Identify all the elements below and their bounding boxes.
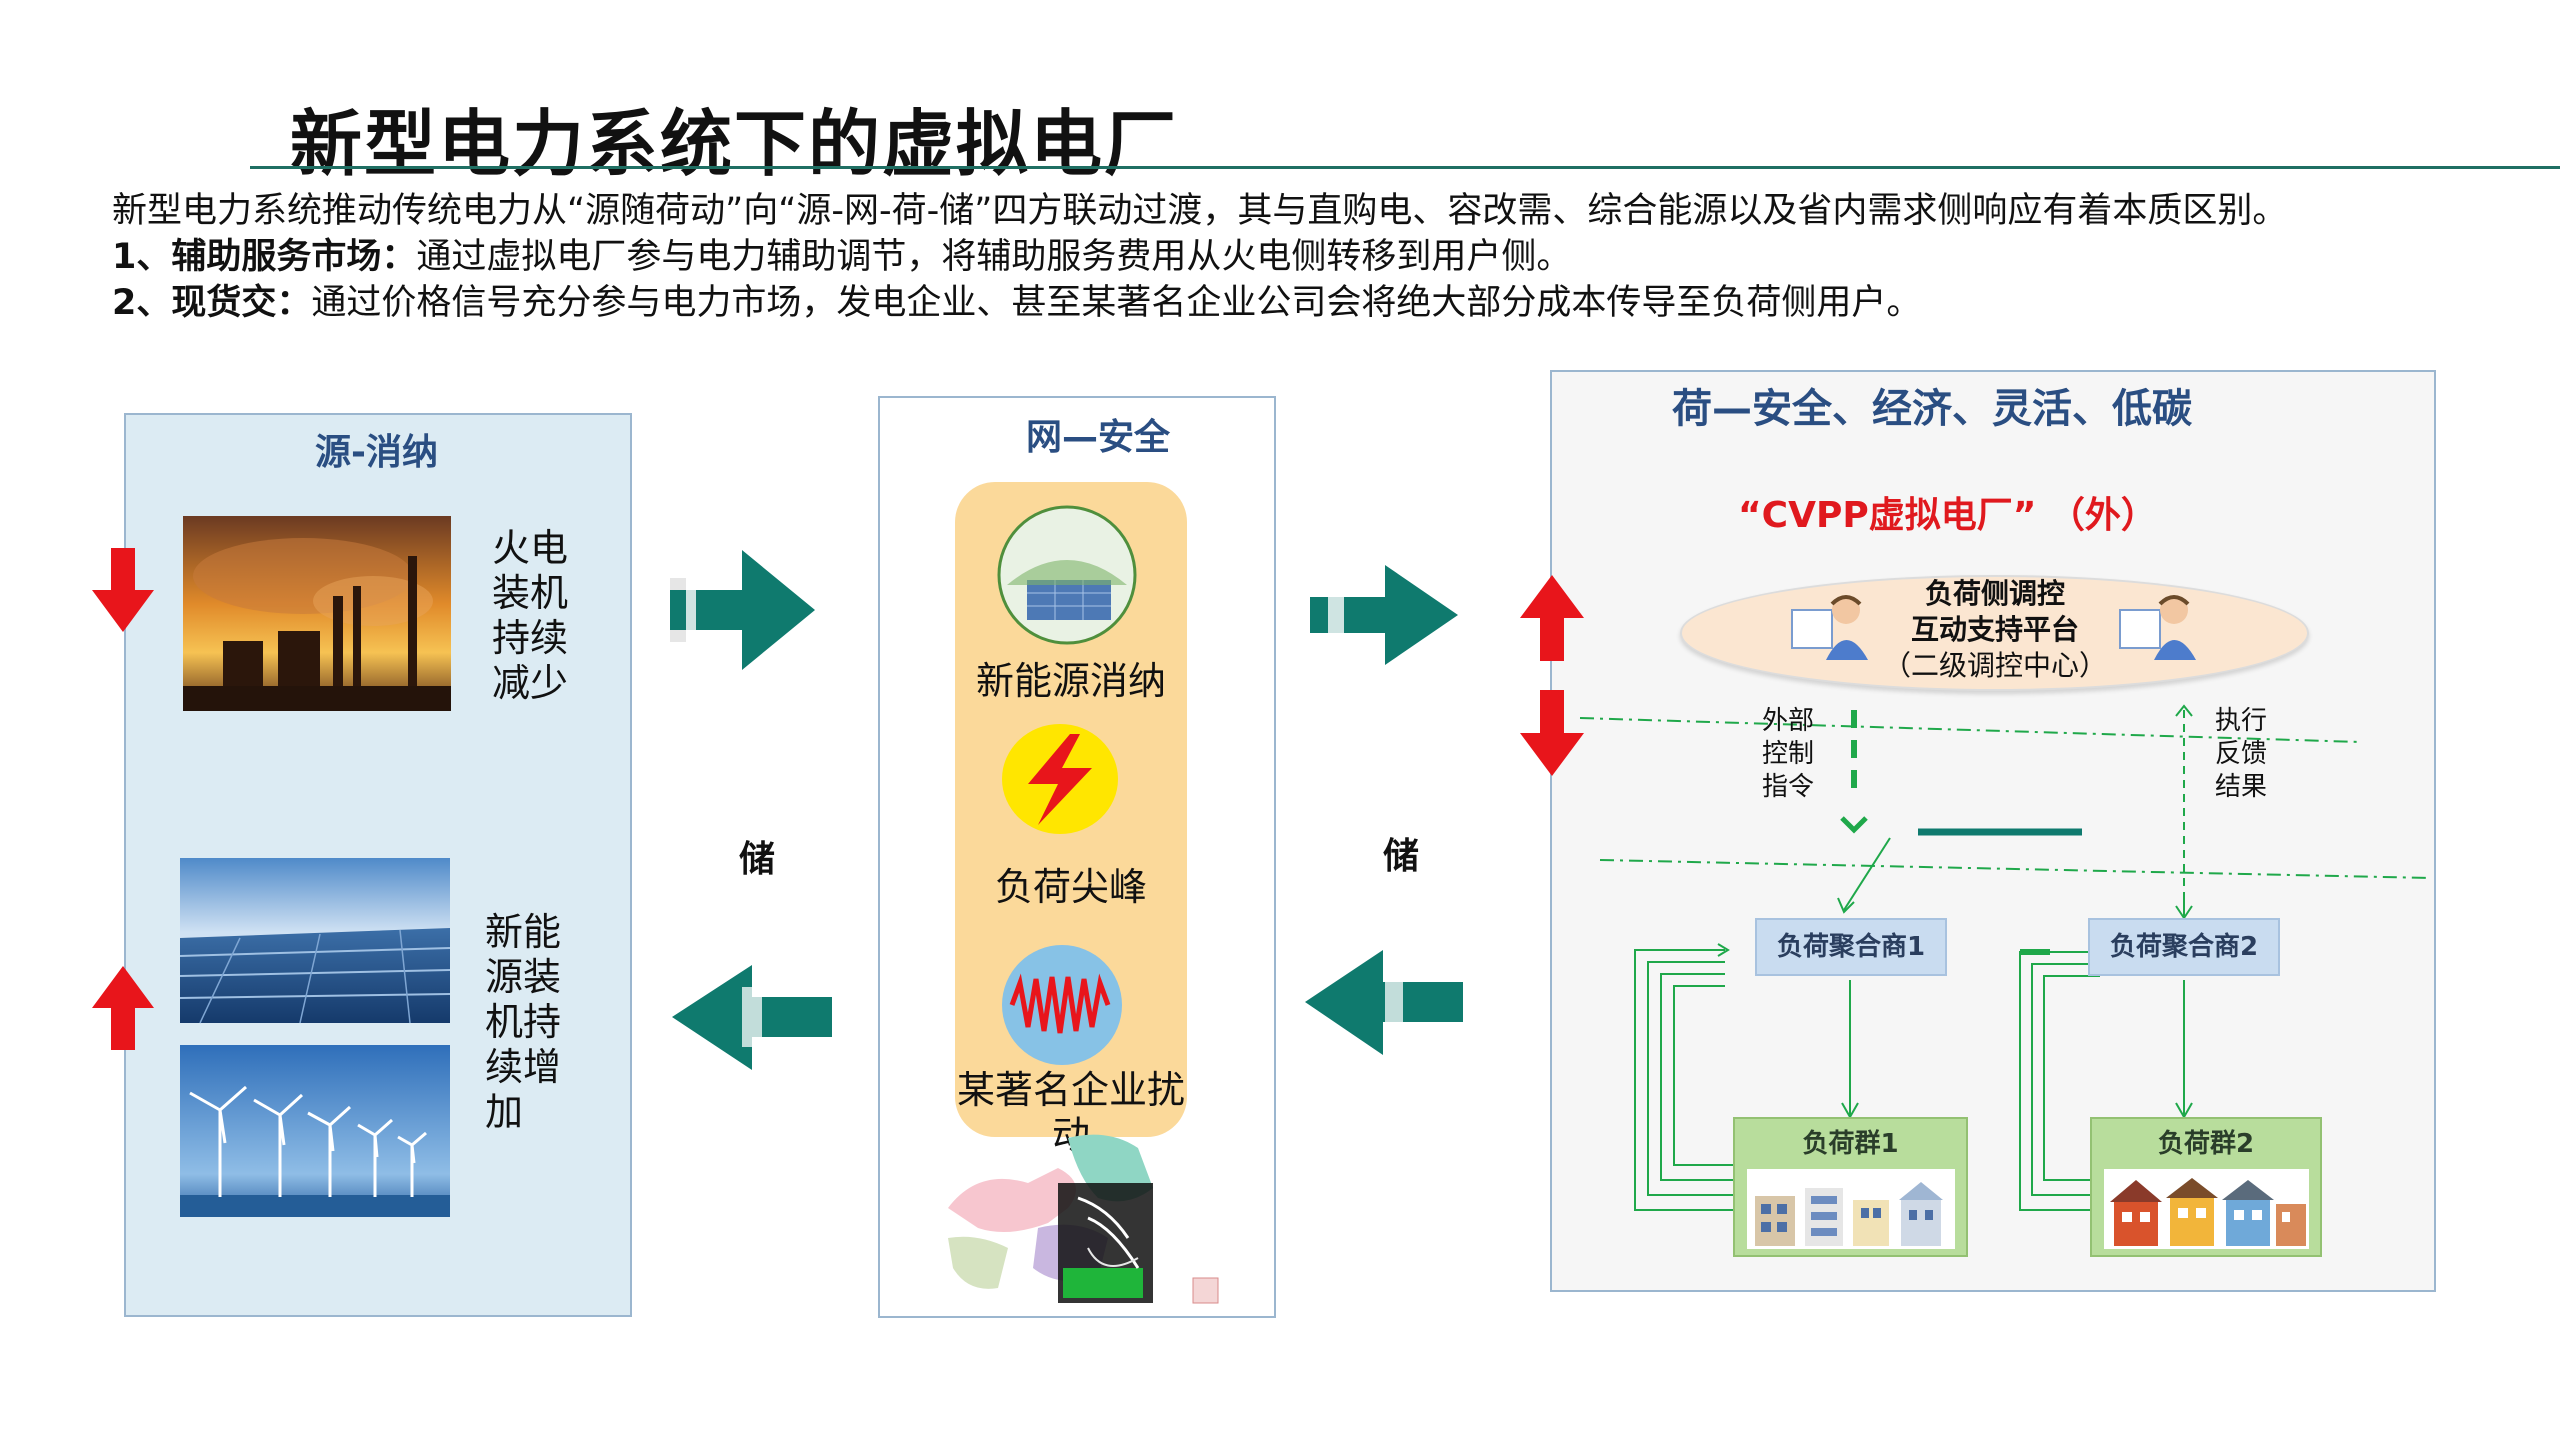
solar-farm-image <box>179 858 451 1024</box>
grid-item-disturbance: 某著名企业扰动 <box>956 1068 1185 1157</box>
page-title: 新型电力系统下的虚拟电厂 <box>290 102 1179 186</box>
grid-panel-title: 网—安全 <box>1026 417 1171 458</box>
external-control-label: 外部控制指令 <box>1762 706 1815 802</box>
thermal-power-plant-image <box>183 516 451 711</box>
load-diagram-lines <box>1579 704 2431 1211</box>
decrease-arrow-icon <box>92 548 154 632</box>
arrow-source-to-grid-icon <box>670 550 815 670</box>
load-decrease-arrow-icon <box>1520 690 1584 776</box>
load-increase-arrow-icon <box>1520 575 1584 661</box>
intro-line-3-label: 2、现货交： <box>112 283 312 323</box>
control-platform-ellipse <box>1680 575 2309 691</box>
load-panel-title: 荷—安全、经济、灵活、低碳 <box>1672 386 2192 432</box>
wind-farm-image <box>180 1045 450 1217</box>
intro-line-3: 2、现货交：通过价格信号充分参与电力市场，发电企业、甚至某著名企业公司会将绝大部… <box>112 274 1921 325</box>
aggregator-1-box: 负荷聚合商1 <box>1755 918 1947 976</box>
buildings-icon <box>1755 1182 1943 1246</box>
thermal-decrease-text: 火电装机持续减少 <box>492 526 569 705</box>
operator-icon <box>1791 595 1868 660</box>
renewable-increase-text: 新能源装机持续增加 <box>485 910 562 1134</box>
arrow-grid-to-load-icon <box>1310 565 1458 665</box>
storage-label-right: 储 <box>1383 836 1420 877</box>
grid-item-renewable: 新能源消纳 <box>975 659 1166 703</box>
grid-item-peak-load: 负荷尖峰 <box>994 865 1147 909</box>
solar-consumption-icon <box>997 505 1137 645</box>
cvpp-label: “CVPP虚拟电厂” （外） <box>1738 495 2157 536</box>
operator-icon-2 <box>2119 595 2196 660</box>
platform-line-3: （二级调控中心） <box>1882 649 2107 682</box>
china-map-image <box>948 1134 1219 1304</box>
intro-line-2: 1、辅助服务市场：通过虚拟电厂参与电力辅助调节，将辅助服务费用从火电侧转移到用户… <box>112 228 1571 279</box>
lightning-icon <box>1002 724 1118 834</box>
arrow-grid-to-source-icon <box>672 965 832 1070</box>
platform-line-2: 互动支持平台 <box>1910 613 2079 646</box>
storage-label-left: 储 <box>739 839 776 880</box>
intro-line-3-text: 通过价格信号充分参与电力市场，发电企业、甚至某著名企业公司会将绝大部分成本传导至… <box>311 283 1922 323</box>
title-underline <box>250 166 2560 169</box>
intro-line-2-text: 通过虚拟电厂参与电力辅助调节，将辅助服务费用从火电侧转移到用户侧。 <box>416 237 1572 277</box>
load-group-2-box: 负荷群2 <box>2090 1117 2322 1257</box>
load-group-1-box: 负荷群1 <box>1733 1117 1968 1257</box>
intro-line-2-label: 1、辅助服务市场： <box>112 237 417 277</box>
waveform-icon <box>1002 945 1122 1065</box>
platform-line-1: 负荷侧调控 <box>1924 577 2065 610</box>
increase-arrow-icon <box>92 966 154 1050</box>
intro-line-1: 新型电力系统推动传统电力从“源随荷动”向“源-网-荷-储”四方联动过渡，其与直购… <box>112 191 2288 231</box>
aggregator-2-box: 负荷聚合商2 <box>2088 918 2280 976</box>
arrow-load-to-grid-icon <box>1305 950 1463 1055</box>
load-group-2-label: 负荷群2 <box>2157 1129 2255 1159</box>
feedback-label: 执行反馈结果 <box>2215 706 2268 802</box>
load-group-1-label: 负荷群1 <box>1802 1129 1899 1159</box>
source-panel-title: 源-消纳 <box>315 432 438 473</box>
houses-icon <box>2110 1178 2306 1246</box>
control-platform-text: 负荷侧调控 互动支持平台 （二级调控中心） <box>1860 576 2130 684</box>
